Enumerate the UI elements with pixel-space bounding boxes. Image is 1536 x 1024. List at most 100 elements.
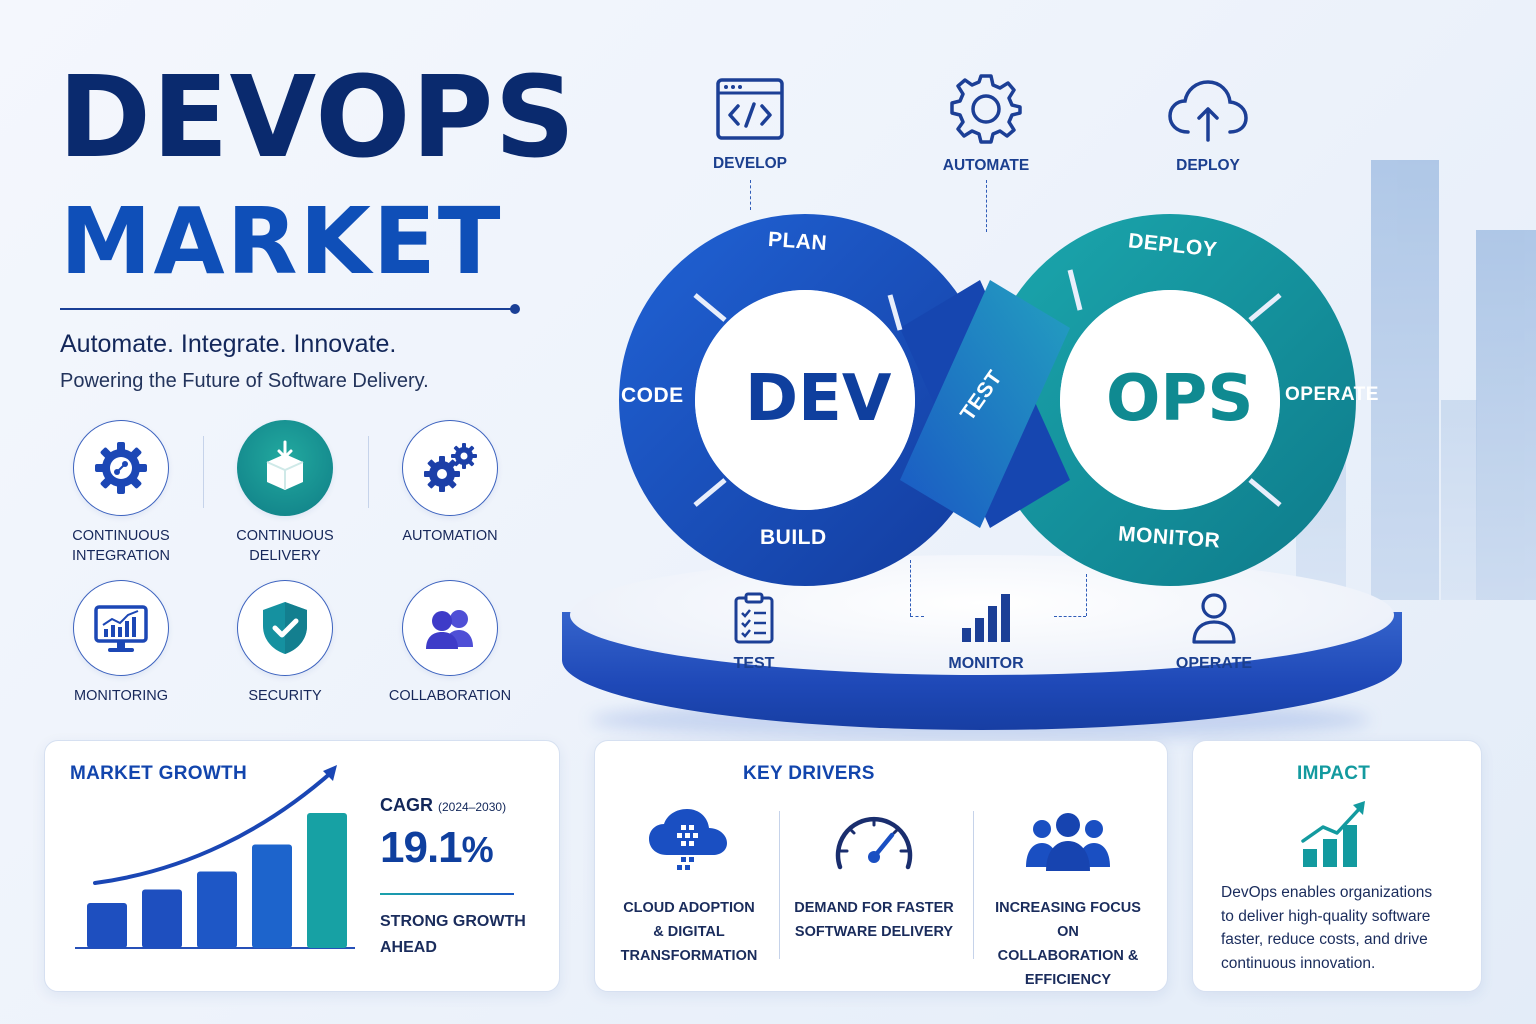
skyline-background	[1276, 120, 1536, 600]
chart-bar	[142, 889, 182, 948]
page-title: DEVOPS	[58, 53, 577, 183]
chart-bar	[252, 844, 292, 948]
feature-label: MONITORING	[74, 688, 168, 704]
impact-line: faster, reduce costs, and drive	[1221, 931, 1428, 948]
feature-label: CONTINUOUS	[72, 528, 170, 544]
gear-icon	[73, 420, 169, 516]
driver-cloud: CLOUD ADOPTION & DIGITAL TRANSFORMATION	[604, 809, 774, 968]
ops-center-label: OPS	[1106, 362, 1254, 436]
cagr-percent: %	[461, 829, 494, 870]
growth-text: STRONG GROWTH AHEAD	[380, 909, 526, 961]
driver-collaboration: INCREASING FOCUS ON COLLABORATION & EFFI…	[983, 809, 1153, 992]
cagr-number: 19.1	[380, 823, 463, 872]
connector	[1086, 574, 1087, 616]
chart-bar	[87, 903, 127, 948]
gears-icon	[402, 420, 498, 516]
card-title: KEY DRIVERS	[743, 763, 875, 784]
title-divider	[60, 308, 516, 310]
cagr-years: (2024–2030)	[438, 800, 507, 814]
driver-label: EFFICIENCY	[1024, 972, 1112, 988]
divider	[368, 436, 369, 508]
loop-label-operate: OPERATE	[1285, 384, 1379, 405]
package-icon	[237, 420, 333, 516]
feature-label: AUTOMATION	[402, 528, 498, 544]
growth-line: AHEAD	[380, 939, 437, 956]
shield-check-icon	[237, 580, 333, 676]
connector	[910, 560, 911, 616]
driver-label: DEMAND FOR FASTER	[794, 900, 954, 916]
loop-label-plan: PLAN	[767, 227, 828, 256]
loop-label-code: CODE	[621, 384, 684, 407]
bar-chart-icon	[962, 594, 1010, 642]
process-label: AUTOMATE	[942, 157, 1030, 174]
cloud-upload-icon	[1168, 80, 1248, 142]
process-automate: AUTOMATE	[916, 70, 1056, 175]
connector	[1054, 616, 1086, 617]
process-label: TEST	[733, 655, 775, 672]
divider	[779, 811, 780, 959]
code-window-icon	[716, 78, 784, 140]
dev-center-label: DEV	[745, 362, 892, 436]
process-label: DEPLOY	[1176, 157, 1240, 174]
feature-monitoring: MONITORING	[36, 580, 206, 706]
page-title-secondary: MARKET	[60, 188, 503, 295]
driver-label: SOFTWARE DELIVERY	[794, 924, 954, 940]
driver-label: COLLABORATION &	[997, 948, 1139, 964]
chart-bar	[307, 813, 347, 948]
user-icon	[1192, 593, 1236, 644]
subtitle: Powering the Future of Software Delivery…	[60, 370, 429, 392]
checklist-icon	[734, 592, 774, 644]
cagr-value: 19.1%	[380, 823, 494, 873]
team-icon	[1026, 813, 1110, 871]
driver-label: INCREASING FOCUS ON	[995, 900, 1141, 940]
impact-card: IMPACT DevOps enables organizations to d…	[1192, 740, 1482, 992]
process-label: OPERATE	[1175, 655, 1253, 672]
process-test: TEST	[694, 592, 814, 673]
trend-line	[93, 769, 335, 885]
impact-line: continuous innovation.	[1221, 954, 1376, 972]
card-title: MARKET GROWTH	[70, 763, 247, 784]
growth-chart-icon	[1301, 801, 1365, 867]
divider	[203, 436, 204, 508]
impact-text: DevOps enables organizations to deliver …	[1221, 881, 1432, 975]
feature-label: INTEGRATION	[71, 548, 170, 564]
process-label: MONITOR	[948, 655, 1024, 672]
driver-label: & DIGITAL	[653, 924, 725, 940]
monitor-chart-icon	[73, 580, 169, 676]
driver-label: CLOUD ADOPTION	[623, 900, 755, 916]
feature-continuous-integration: CONTINUOUS INTEGRATION	[36, 420, 206, 566]
feature-label: COLLABORATION	[388, 688, 512, 704]
driver-faster-delivery: DEMAND FOR FASTER SOFTWARE DELIVERY	[789, 809, 959, 944]
devops-infinity-loop	[619, 214, 1356, 586]
feature-collaboration: COLLABORATION	[365, 580, 535, 706]
process-monitor: MONITOR	[926, 592, 1046, 673]
tagline: Automate. Integrate. Innovate.	[60, 330, 397, 358]
impact-line: to deliver high-quality software	[1221, 907, 1431, 925]
growth-line: STRONG GROWTH	[380, 913, 526, 930]
process-operate: OPERATE	[1154, 592, 1274, 673]
cagr-divider	[380, 893, 514, 895]
process-develop: DEVELOP	[680, 76, 820, 173]
trend-arrow-head	[323, 765, 337, 781]
cloud-data-icon	[649, 809, 727, 870]
loop-label-build: BUILD	[760, 526, 827, 549]
feature-label: CONTINUOUS	[236, 528, 334, 544]
chart-bar	[197, 871, 237, 948]
feature-security: SECURITY	[200, 580, 370, 706]
speedometer-icon	[835, 816, 913, 870]
users-icon	[402, 580, 498, 676]
card-title: IMPACT	[1297, 763, 1371, 784]
driver-label: TRANSFORMATION	[620, 948, 758, 964]
market-growth-card: MARKET GROWTH CAGR (2024–2030) 19.1% STR…	[44, 740, 560, 992]
feature-label: DELIVERY	[249, 548, 321, 564]
connector	[750, 180, 751, 210]
platform-top	[570, 555, 1394, 675]
feature-continuous-delivery: CONTINUOUS DELIVERY	[200, 420, 370, 566]
title-divider-dot	[510, 304, 520, 314]
cagr-label: CAGR (2024–2030)	[380, 795, 506, 816]
process-label: DEVELOP	[712, 155, 788, 172]
connector	[986, 180, 987, 232]
impact-line: DevOps enables organizations	[1221, 884, 1433, 901]
divider	[973, 811, 974, 959]
gear-icon	[950, 74, 1022, 144]
